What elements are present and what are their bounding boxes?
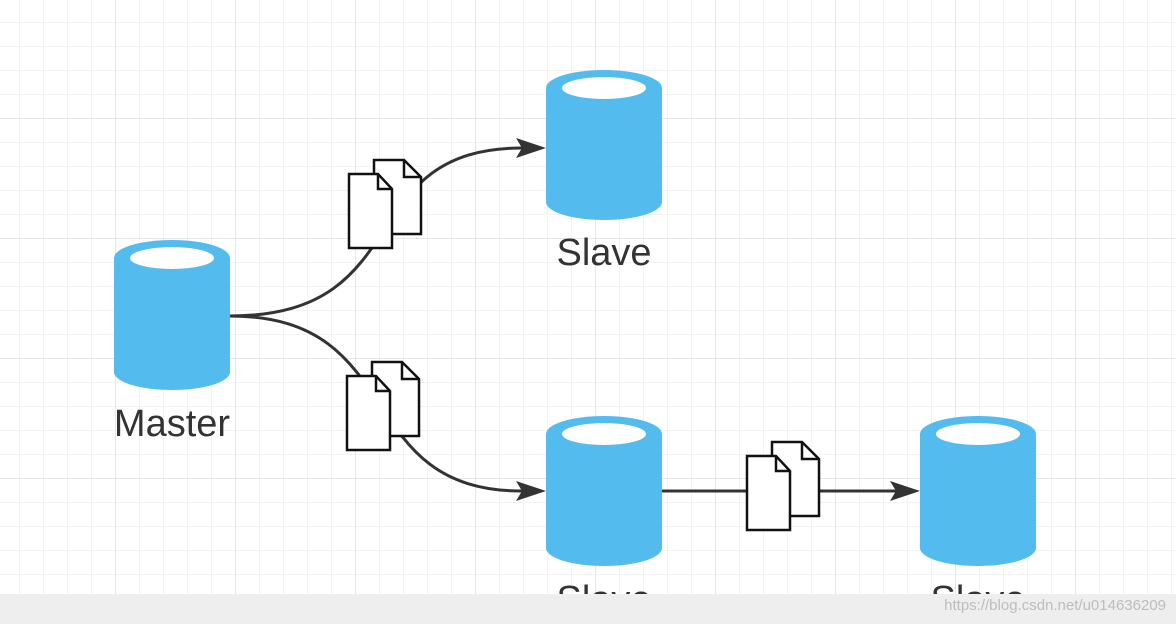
node-slave-top[interactable]: Slave xyxy=(546,70,662,274)
watermark: https://blog.csdn.net/u014636209 xyxy=(944,597,1166,614)
node-master[interactable]: Master xyxy=(114,240,230,445)
database-icon xyxy=(546,416,662,566)
database-icon xyxy=(114,240,230,390)
arrow-head-icon xyxy=(516,481,546,501)
node-label: Master xyxy=(114,403,230,445)
documents-icon xyxy=(745,440,821,532)
node-slave-right[interactable]: Slave xyxy=(920,416,1036,621)
node-label: Slave xyxy=(556,232,651,274)
node-slave-bottom[interactable]: Slave xyxy=(546,416,662,621)
database-icon xyxy=(546,70,662,220)
documents-icon xyxy=(347,158,423,250)
documents-icon xyxy=(345,360,421,452)
arrow-head-icon xyxy=(516,138,546,158)
database-icon xyxy=(920,416,1036,566)
footer-bar xyxy=(0,594,1176,624)
arrow-head-icon xyxy=(890,481,920,501)
